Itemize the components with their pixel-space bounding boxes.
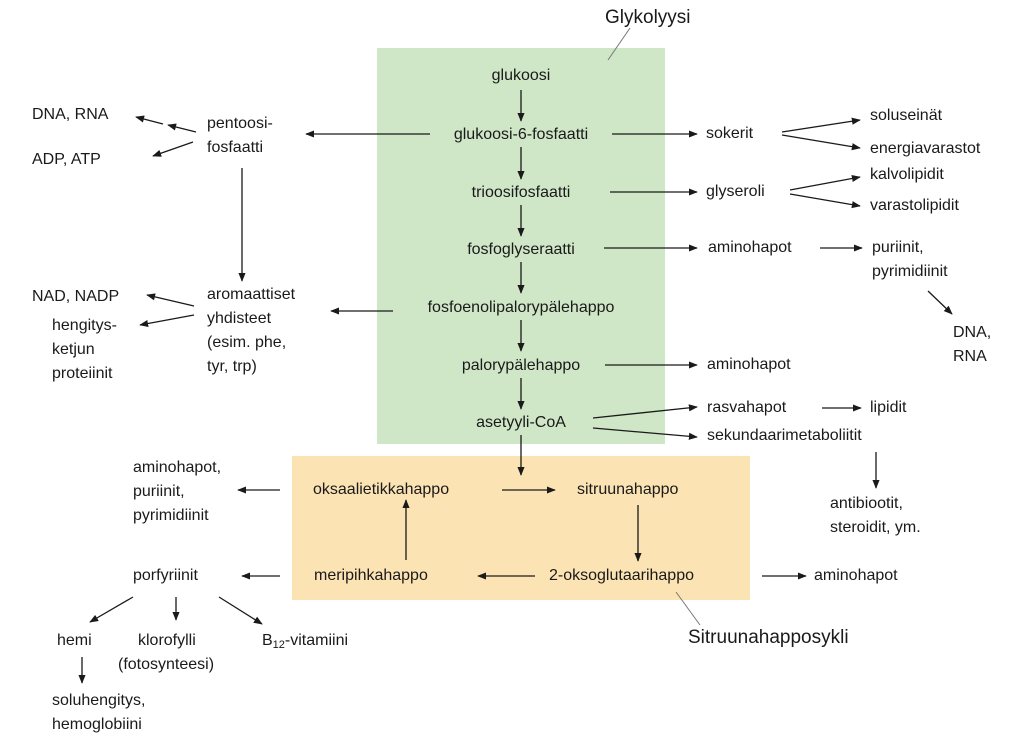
product-energy-stores: energiavarastot <box>870 140 981 157</box>
pointer-glycolysis <box>607 27 631 61</box>
product-resp-line1: hengitys- <box>52 317 117 334</box>
product-cell-resp-line1: soluhengitys, <box>52 692 146 709</box>
product-antibiotics: antibiootit, <box>830 495 903 512</box>
product-amino-left-line1: aminohapot, <box>133 459 222 476</box>
node-citrate: sitruunahappo <box>577 481 679 498</box>
product-chlorophyll-line1: klorofylli <box>138 632 196 649</box>
product-lipids: lipidit <box>870 399 907 416</box>
node-2-oxoglutarate: 2-oksoglutaarihappo <box>549 567 694 584</box>
node-triosephosphate: trioosifosfaatti <box>471 184 571 201</box>
node-oxaloacetate: oksaalietikkahappo <box>313 481 450 498</box>
product-amino-acids-2: aminohapot <box>707 356 791 373</box>
product-adp-atp: ADP, ATP <box>32 151 101 168</box>
product-porphyrins: porfyriinit <box>133 567 198 584</box>
arrow-pentose-dna2 <box>135 115 164 125</box>
arrow-pentose-dna <box>167 123 197 133</box>
arrow-porph-b12 <box>218 596 263 625</box>
product-nad-nadp: NAD, NADP <box>32 288 120 305</box>
product-aromatic-line2: yhdisteet <box>207 310 272 327</box>
node-phosphoglycerate: fosfoglyseraatti <box>467 241 575 258</box>
arrow-sugars-energy <box>781 134 861 151</box>
product-fatty-acids: rasvahapot <box>707 399 787 416</box>
b12-subscript: 12 <box>272 639 285 651</box>
arrow-glycerol-storage <box>789 193 861 209</box>
node-succinate: meripihkahappo <box>314 567 428 584</box>
arrow-aromatic-resp <box>139 314 195 328</box>
product-pentose-line1: pentoosi- <box>207 115 273 132</box>
arrow-pyrimidines-dna <box>927 290 953 315</box>
product-purines: puriinit, <box>872 239 924 256</box>
product-steroids: steroidit, ym. <box>830 519 921 536</box>
product-storage-lipids: varastolipidit <box>870 197 959 214</box>
product-membrane-lipids: kalvolipidit <box>870 166 944 183</box>
arrow-aromatic-nad <box>146 293 195 307</box>
b12-letter: B <box>262 632 273 649</box>
product-pyrimidines: pyrimidiinit <box>872 263 948 280</box>
node-glucose-6-phosphate: glukoosi-6-fosfaatti <box>453 126 589 143</box>
product-amino-left-line2: puriinit, <box>133 483 185 500</box>
product-cell-resp-line2: hemoglobiini <box>52 716 142 733</box>
product-cell-walls: soluseinät <box>870 107 943 124</box>
product-aromatic-line3: (esim. phe, <box>207 334 287 351</box>
node-acetyl-coa: asetyyli-CoA <box>476 414 566 431</box>
glycolysis-title: Glykolyysi <box>605 7 691 28</box>
product-chlorophyll-line2: (fotosynteesi) <box>118 656 215 673</box>
product-amino-left-line3: pyrimidiinit <box>133 507 209 524</box>
product-glycerol: glyseroli <box>706 183 765 200</box>
product-secondary-metabolites: sekundaarimetaboliitit <box>707 427 862 444</box>
product-rna: RNA <box>953 348 987 365</box>
arrow-acetyl-secondary <box>592 427 698 440</box>
product-amino-acids-3: aminohapot <box>814 567 898 584</box>
product-resp-line2: ketjun <box>52 341 95 358</box>
product-aromatic-line4: tyr, trp) <box>207 358 257 375</box>
product-aromatic-line1: aromaattiset <box>207 286 296 303</box>
product-dna-rna: DNA, RNA <box>32 106 109 123</box>
product-resp-line3: proteiinit <box>52 365 113 382</box>
b12-suffix: -vitamiini <box>284 632 349 649</box>
product-pentose-line2: fosfaatti <box>207 139 264 156</box>
node-pyruvate: palorypälehappo <box>461 357 581 374</box>
product-vitamin-b12: B12-vitamiini <box>262 631 348 655</box>
arrow-sugars-cellwalls <box>781 117 861 133</box>
product-heme: hemi <box>57 632 92 649</box>
product-amino-acids-1: aminohapot <box>708 239 792 256</box>
product-sugars: sokerit <box>706 125 754 142</box>
node-glucose: glukoosi <box>491 67 551 84</box>
citric-cycle-title: Sitruunahapposykli <box>688 627 849 648</box>
product-dna: DNA, <box>953 324 992 341</box>
arrow-glycerol-membrane <box>789 174 861 191</box>
arrow-acetyl-fatty <box>592 404 698 419</box>
pointer-citric-cycle <box>675 591 701 626</box>
arrow-pentose-adp <box>152 141 194 157</box>
node-pep: fosfoenolipalorypälehappo <box>427 299 615 316</box>
arrow-porph-heme <box>89 596 134 623</box>
